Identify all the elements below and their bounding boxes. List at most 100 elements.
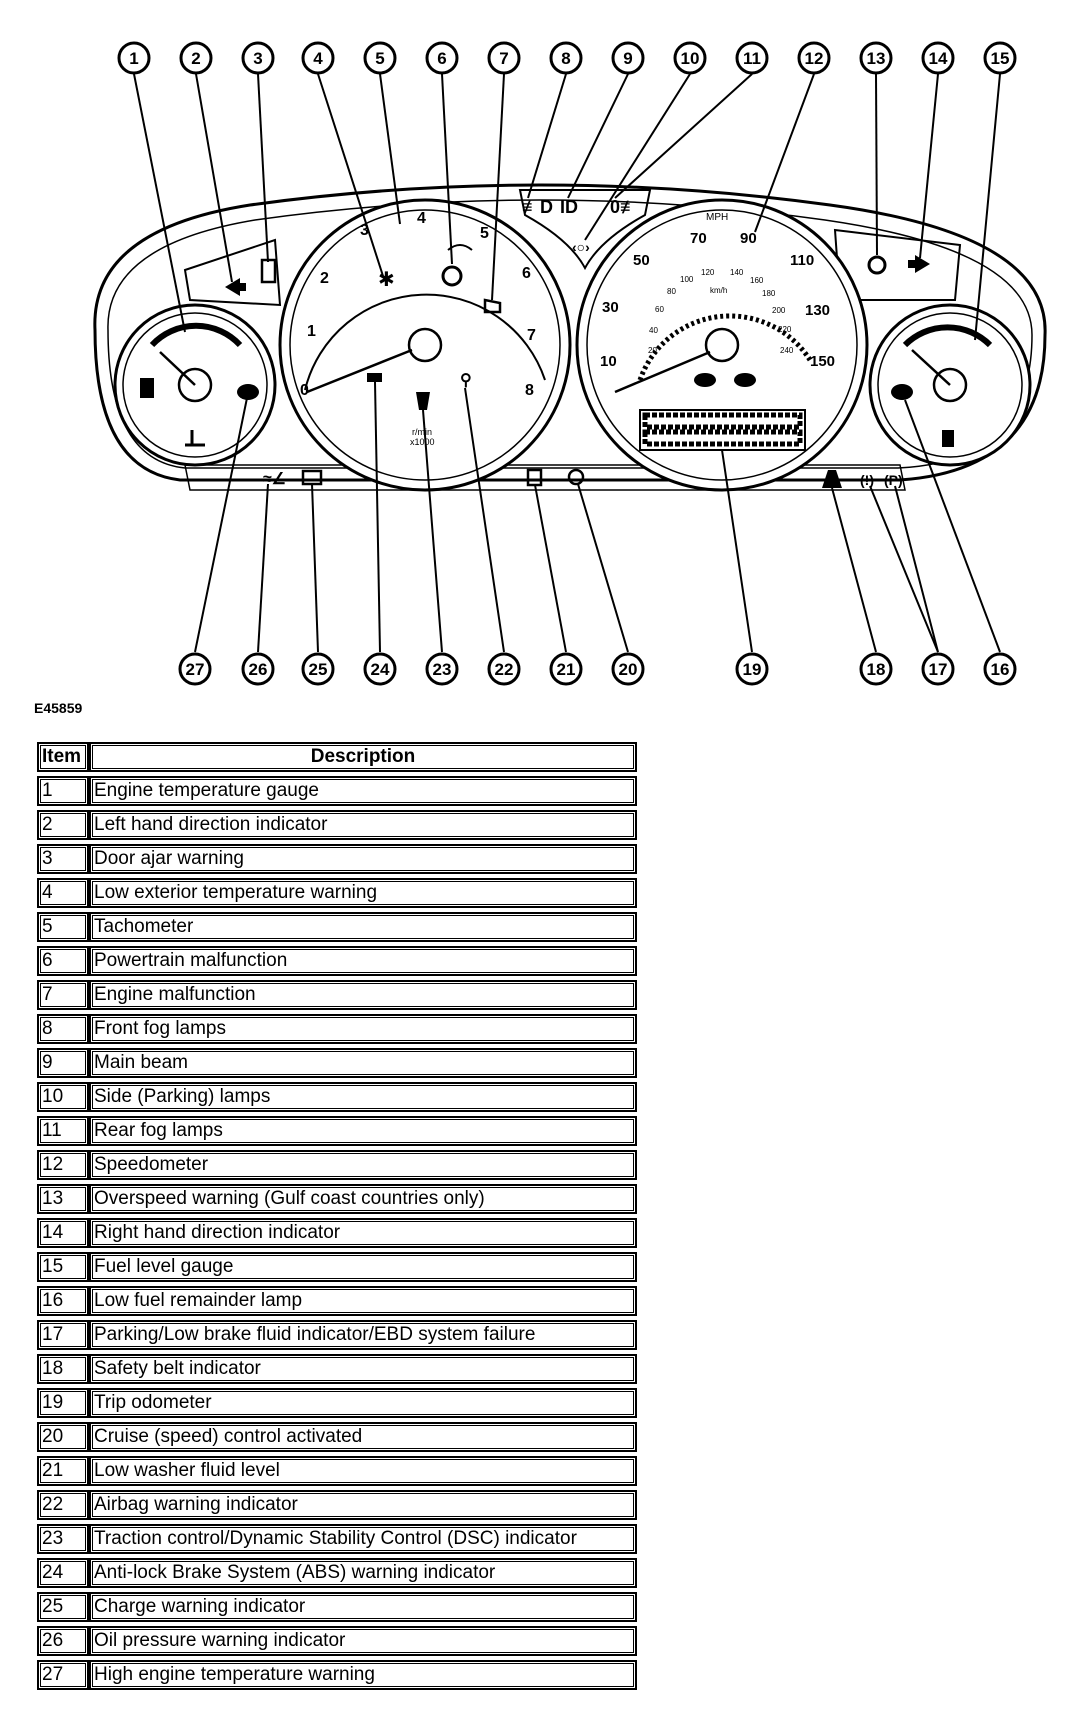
legend-header-item: Item xyxy=(37,742,89,772)
svg-text:22: 22 xyxy=(495,660,514,679)
kmh-160: 160 xyxy=(750,276,764,285)
callout-24: 24 xyxy=(363,652,397,686)
kmh-200: 200 xyxy=(772,306,786,315)
main-beam-icon: ID xyxy=(560,197,578,217)
charge-warning-icon xyxy=(301,469,323,486)
legend-item-number: 10 xyxy=(37,1082,89,1112)
svg-text:6: 6 xyxy=(437,49,446,68)
engine-temperature-gauge xyxy=(113,303,277,467)
legend-item-description: Main beam xyxy=(89,1048,637,1078)
callout-13: 13 xyxy=(859,41,893,75)
svg-text:24: 24 xyxy=(371,660,390,679)
legend-item-number: 4 xyxy=(37,878,89,908)
legend-item-description: Airbag warning indicator xyxy=(89,1490,637,1520)
tach-unit-x1000: x1000 xyxy=(410,437,435,447)
callout-5: 5 xyxy=(363,41,397,75)
svg-text:17: 17 xyxy=(929,660,948,679)
legend-item-number: 7 xyxy=(37,980,89,1010)
mph-90: 90 xyxy=(740,230,757,247)
legend-item-description: Front fog lamps xyxy=(89,1014,637,1044)
legend-item-number: 16 xyxy=(37,1286,89,1316)
callout-19: 19 xyxy=(735,652,769,686)
kmh-140: 140 xyxy=(730,268,744,277)
legend-item-number: 5 xyxy=(37,912,89,942)
kmh-120: 120 xyxy=(701,268,715,277)
legend-item-number: 3 xyxy=(37,844,89,874)
tachometer: 0 1 2 3 4 5 6 7 8 r/min x1000 ✱ ⚲ xyxy=(278,198,572,492)
legend-item-number: 22 xyxy=(37,1490,89,1520)
legend-item-number: 23 xyxy=(37,1524,89,1554)
speedo-indicator-right xyxy=(734,373,756,387)
legend-item-number: 11 xyxy=(37,1116,89,1146)
legend-item-number: 26 xyxy=(37,1626,89,1656)
callout-9: 9 xyxy=(611,41,645,75)
tach-scale-8: 8 xyxy=(525,382,534,399)
callout-20: 20 xyxy=(611,652,645,686)
legend-item-description: Engine malfunction xyxy=(89,980,637,1010)
overspeed-icon xyxy=(867,255,887,275)
upper-warning-panel xyxy=(518,189,652,271)
mph-150: 150 xyxy=(810,353,835,370)
leader-lines xyxy=(133,73,1001,653)
svg-text:1: 1 xyxy=(129,49,138,68)
tach-scale-2: 2 xyxy=(320,270,329,287)
legend-item-description: Speedometer xyxy=(89,1150,637,1180)
svg-text:5: 5 xyxy=(375,49,384,68)
legend-item-number: 19 xyxy=(37,1388,89,1418)
kmh-240: 240 xyxy=(780,346,794,355)
legend-item-number: 13 xyxy=(37,1184,89,1214)
instrument-cluster-diagram: 0 1 2 3 4 5 6 7 8 r/min x1000 ✱ ⚲ MPH 10… xyxy=(93,41,1047,686)
callout-10: 10 xyxy=(673,41,707,75)
svg-text:8: 8 xyxy=(561,49,570,68)
left-warning-panel xyxy=(183,238,282,307)
fuel-pump-icon xyxy=(942,430,954,447)
front-fog-lamp-icon: ≢D xyxy=(522,197,553,217)
svg-text:16: 16 xyxy=(991,660,1010,679)
side-lamps-icon: ‹○› xyxy=(572,239,590,255)
kmh-220: 220 xyxy=(778,325,792,334)
coolant-icon xyxy=(140,378,154,398)
callout-16: 16 xyxy=(983,652,1017,686)
legend-item-description: Parking/Low brake fluid indicator/EBD sy… xyxy=(89,1320,637,1350)
legend-item-description: Oil pressure warning indicator xyxy=(89,1626,637,1656)
legend-header-row: Item Description xyxy=(37,742,637,772)
callout-3: 3 xyxy=(241,41,275,75)
figure-id: E45859 xyxy=(34,700,83,716)
callout-17: 17 xyxy=(921,652,955,686)
safety-belt-icon xyxy=(822,470,842,488)
svg-text:4: 4 xyxy=(313,49,323,68)
kmh-40: 40 xyxy=(649,326,658,335)
kmh-80: 80 xyxy=(667,287,676,296)
legend-item-number: 15 xyxy=(37,1252,89,1282)
legend-item-description: Safety belt indicator xyxy=(89,1354,637,1384)
speedo-unit-mph: MPH xyxy=(706,212,728,223)
kmh-60: 60 xyxy=(655,305,664,314)
legend-item-description: Left hand direction indicator xyxy=(89,810,637,840)
washer-fluid-icon xyxy=(526,468,543,487)
left-indicator-icon xyxy=(225,278,240,296)
legend-item-number: 25 xyxy=(37,1592,89,1622)
legend-item-description: Overspeed warning (Gulf coast countries … xyxy=(89,1184,637,1214)
speedo-indicator-left xyxy=(694,373,716,387)
brake-fluid-icon: (!) xyxy=(860,472,874,488)
callout-11: 11 xyxy=(735,41,769,75)
